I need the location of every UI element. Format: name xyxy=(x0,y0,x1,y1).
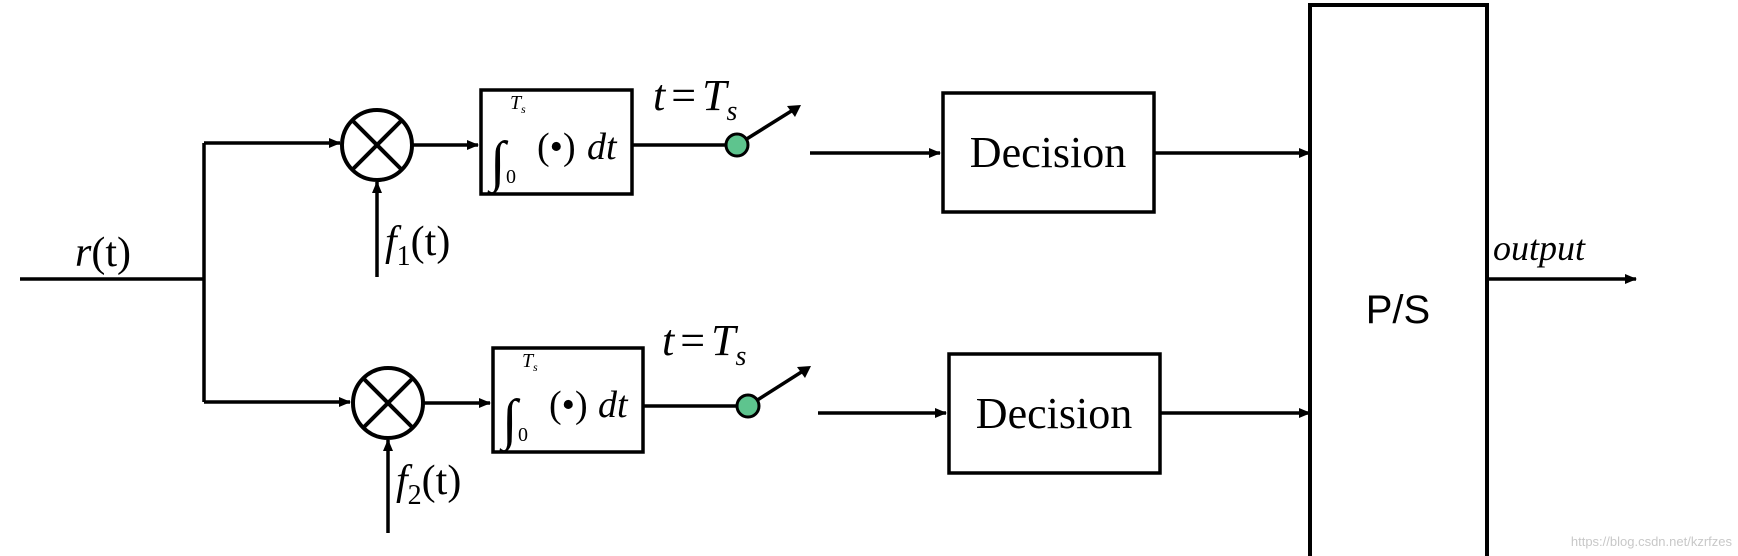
sample-time-label-1: t=Ts xyxy=(653,71,738,127)
decision-label-1: Decision xyxy=(970,128,1126,177)
input-label: r(t) xyxy=(75,230,131,276)
ps-label: P/S xyxy=(1366,288,1430,332)
ps-converter-box xyxy=(1308,3,1489,556)
sampling-switch-1-icon xyxy=(724,105,801,158)
svg-text:dt: dt xyxy=(587,126,618,168)
watermark-text: https://blog.csdn.net/kzrfzes xyxy=(1571,534,1733,549)
svg-text:(•): (•) xyxy=(549,384,588,426)
sampling-switch-2-icon xyxy=(735,366,811,419)
integrator-2: ∫ T s 0 (•) dt xyxy=(491,346,645,454)
decision-box-1 xyxy=(941,91,1156,214)
svg-text:∫: ∫ xyxy=(487,131,509,196)
svg-text:s: s xyxy=(521,102,526,116)
basis1-label: f1(t) xyxy=(385,219,450,272)
basis2-label: f2(t) xyxy=(396,458,461,511)
svg-text:0: 0 xyxy=(518,424,528,446)
svg-text:(•): (•) xyxy=(537,126,576,168)
svg-text:0: 0 xyxy=(506,166,516,188)
multiplier-2-icon xyxy=(351,366,425,440)
multiplier-1-icon xyxy=(340,108,414,182)
svg-text:T: T xyxy=(510,92,523,114)
svg-text:dt: dt xyxy=(598,384,629,426)
sample-time-label-2: t=Ts xyxy=(662,316,747,372)
integrator-1: ∫ T s 0 (•) dt xyxy=(479,88,634,196)
svg-text:T: T xyxy=(522,350,535,372)
svg-text:s: s xyxy=(533,360,538,374)
svg-text:∫: ∫ xyxy=(499,389,521,454)
output-label: output xyxy=(1493,228,1586,268)
decision-label-2: Decision xyxy=(976,389,1132,438)
